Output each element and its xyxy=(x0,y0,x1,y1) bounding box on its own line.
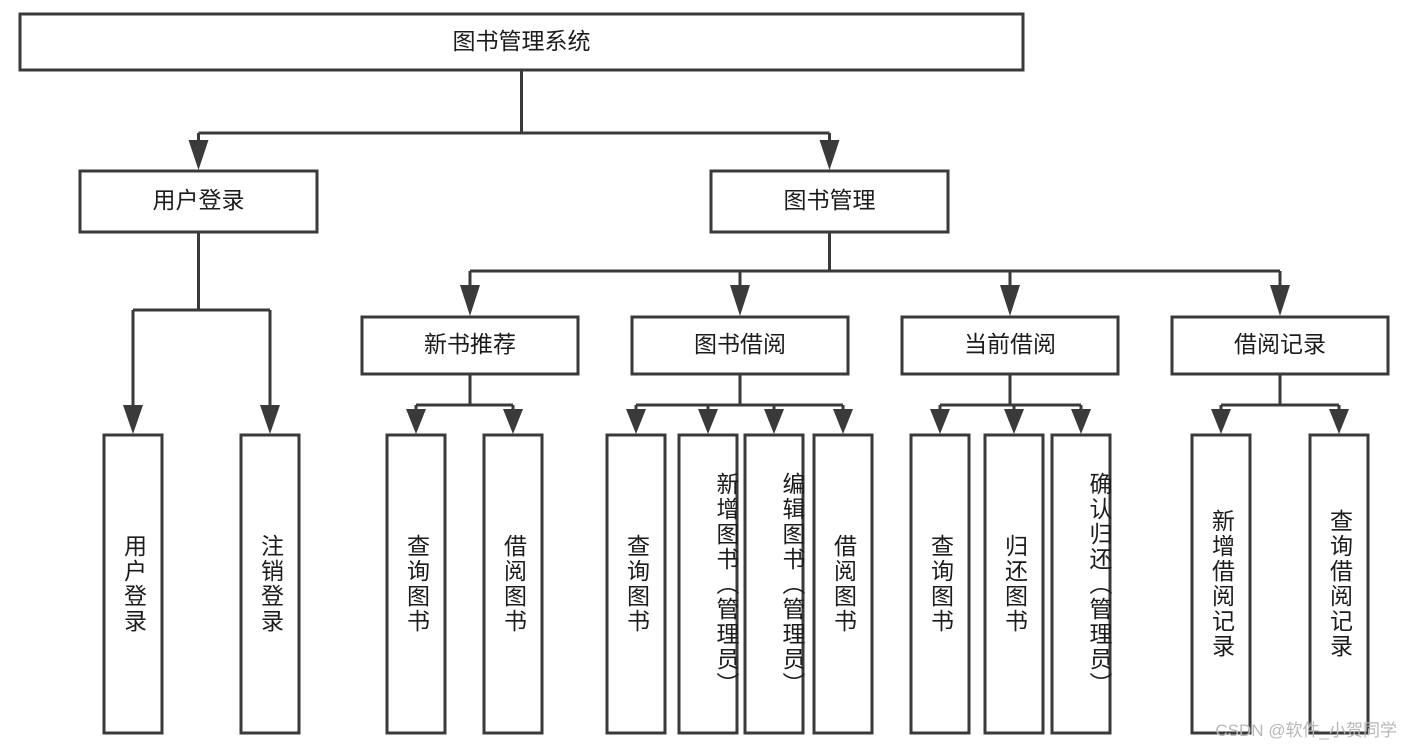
connector-group-user-login xyxy=(123,232,280,434)
arrowhead-borrow-record xyxy=(1270,285,1290,316)
node-root-label: 图书管理系统 xyxy=(453,28,591,54)
node-book-manage[interactable]: 图书管理 xyxy=(709,169,950,234)
node-leaf-borrow-book-rect[interactable] xyxy=(812,433,874,735)
node-current-borrow-label: 当前借阅 xyxy=(964,331,1056,357)
node-user-login[interactable]: 用户登录 xyxy=(78,169,319,234)
node-leaf-query-book-current-rect[interactable] xyxy=(909,433,971,735)
node-root-rect[interactable] xyxy=(18,12,1025,72)
arrowhead-user-login xyxy=(188,140,209,170)
arrowhead-leaf-confirm-return xyxy=(1071,409,1091,434)
node-user-login-rect[interactable] xyxy=(78,169,319,234)
leaf-rect-group xyxy=(102,433,1370,735)
node-current-borrow-rect[interactable] xyxy=(900,315,1120,376)
connector-group-book-manage xyxy=(460,232,1290,316)
node-leaf-add-book-rect[interactable] xyxy=(677,433,739,735)
node-borrow-record-label: 借阅记录 xyxy=(1234,331,1326,357)
node-leaf-user-login-rect[interactable] xyxy=(102,433,164,735)
node-borrow-record[interactable]: 借阅记录 xyxy=(1170,315,1390,376)
connector-group-borrow-record xyxy=(1211,374,1349,434)
arrowhead-leaf-edit-book xyxy=(764,409,784,434)
node-leaf-query-record-rect[interactable] xyxy=(1308,433,1370,735)
node-leaf-borrow-book-rec-rect[interactable] xyxy=(482,433,544,735)
arrowhead-book-borrow xyxy=(730,285,750,316)
arrowhead-leaf-query-book-current xyxy=(930,409,950,434)
connector-group-book-borrow xyxy=(626,374,853,434)
node-book-borrow-rect[interactable] xyxy=(630,315,850,376)
arrowhead-new-book-rec xyxy=(460,285,480,316)
node-book-borrow[interactable]: 图书借阅 xyxy=(630,315,850,376)
node-leaf-query-book-borrow-rect[interactable] xyxy=(605,433,667,735)
node-new-book-rec[interactable]: 新书推荐 xyxy=(360,315,580,376)
node-leaf-return-book-rect[interactable] xyxy=(983,433,1045,735)
node-book-manage-rect[interactable] xyxy=(709,169,950,234)
node-root[interactable]: 图书管理系统 xyxy=(18,12,1025,72)
arrowhead-leaf-query-record xyxy=(1329,409,1349,434)
node-book-manage-label: 图书管理 xyxy=(784,187,876,213)
arrowhead-leaf-borrow-book-rec xyxy=(503,409,523,434)
arrowhead-leaf-add-record xyxy=(1211,409,1231,434)
node-user-login-label: 用户登录 xyxy=(153,187,245,213)
arrowhead-book-manage xyxy=(819,140,840,170)
node-current-borrow[interactable]: 当前借阅 xyxy=(900,315,1120,376)
node-leaf-confirm-return-rect[interactable] xyxy=(1050,433,1112,735)
node-leaf-add-record-rect[interactable] xyxy=(1190,433,1252,735)
node-leaf-edit-book-rect[interactable] xyxy=(743,433,805,735)
node-new-book-rec-label: 新书推荐 xyxy=(424,331,516,357)
arrowhead-leaf-query-book-rec xyxy=(406,409,426,434)
arrowhead-current-borrow xyxy=(1000,285,1020,316)
connector-group-root xyxy=(188,70,840,170)
arrowhead-leaf-borrow-book xyxy=(833,409,853,434)
node-book-borrow-label: 图书借阅 xyxy=(694,331,786,357)
node-leaf-logout-rect[interactable] xyxy=(239,433,301,735)
node-leaf-query-book-rec-rect[interactable] xyxy=(385,433,447,735)
arrowhead-leaf-return-book xyxy=(1004,409,1024,434)
arrowhead-leaf-logout xyxy=(260,405,280,434)
node-new-book-rec-rect[interactable] xyxy=(360,315,580,376)
arrowhead-leaf-query-book-borrow xyxy=(626,409,646,434)
connector-group-new-book-rec xyxy=(406,374,523,434)
connector-group-current-borrow xyxy=(930,374,1091,434)
arrowhead-leaf-add-book xyxy=(698,409,718,434)
arrowhead-leaf-user-login xyxy=(123,405,143,434)
node-borrow-record-rect[interactable] xyxy=(1170,315,1390,376)
